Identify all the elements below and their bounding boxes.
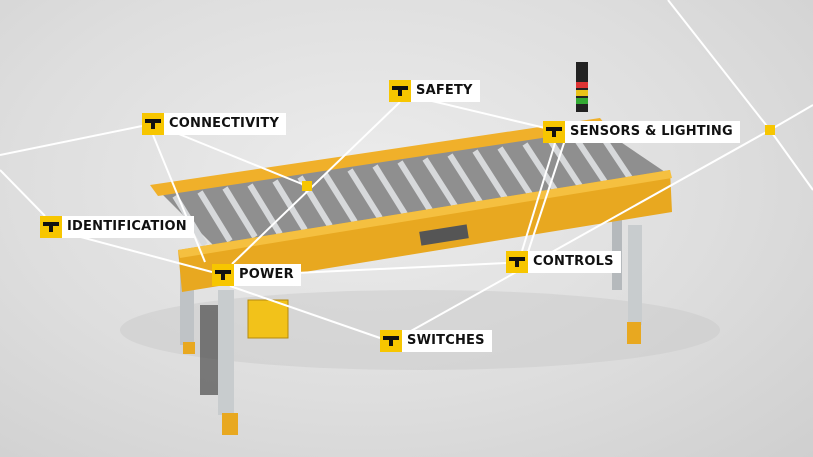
leg bbox=[628, 225, 642, 325]
connector-lines bbox=[0, 0, 813, 338]
label-text: SENSORS & LIGHTING bbox=[565, 121, 740, 143]
label-safety[interactable]: SAFETY bbox=[389, 80, 480, 102]
label-text: SAFETY bbox=[411, 80, 480, 102]
label-switches[interactable]: SWITCHES bbox=[380, 330, 492, 352]
leg bbox=[218, 290, 234, 415]
turck-logo-icon bbox=[380, 330, 402, 352]
label-identification[interactable]: IDENTIFICATION bbox=[40, 216, 194, 238]
label-text: CONNECTIVITY bbox=[164, 113, 287, 135]
turck-logo-icon bbox=[506, 251, 528, 273]
turck-logo-icon bbox=[543, 121, 565, 143]
label-text: IDENTIFICATION bbox=[62, 216, 194, 238]
rollers bbox=[172, 131, 633, 247]
label-text: SWITCHES bbox=[402, 330, 492, 352]
turck-logo-icon bbox=[142, 113, 164, 135]
turck-logo-icon bbox=[40, 216, 62, 238]
label-connectivity[interactable]: CONNECTIVITY bbox=[142, 113, 287, 135]
label-controls[interactable]: CONTROLS bbox=[506, 251, 621, 273]
label-text: CONTROLS bbox=[528, 251, 621, 273]
label-text: POWER bbox=[234, 264, 301, 286]
connection-node bbox=[302, 181, 312, 191]
label-power[interactable]: POWER bbox=[212, 264, 301, 286]
label-sensors-lighting[interactable]: SENSORS & LIGHTING bbox=[543, 121, 740, 143]
connection-node bbox=[765, 125, 775, 135]
turck-logo-icon bbox=[212, 264, 234, 286]
turck-logo-icon bbox=[389, 80, 411, 102]
